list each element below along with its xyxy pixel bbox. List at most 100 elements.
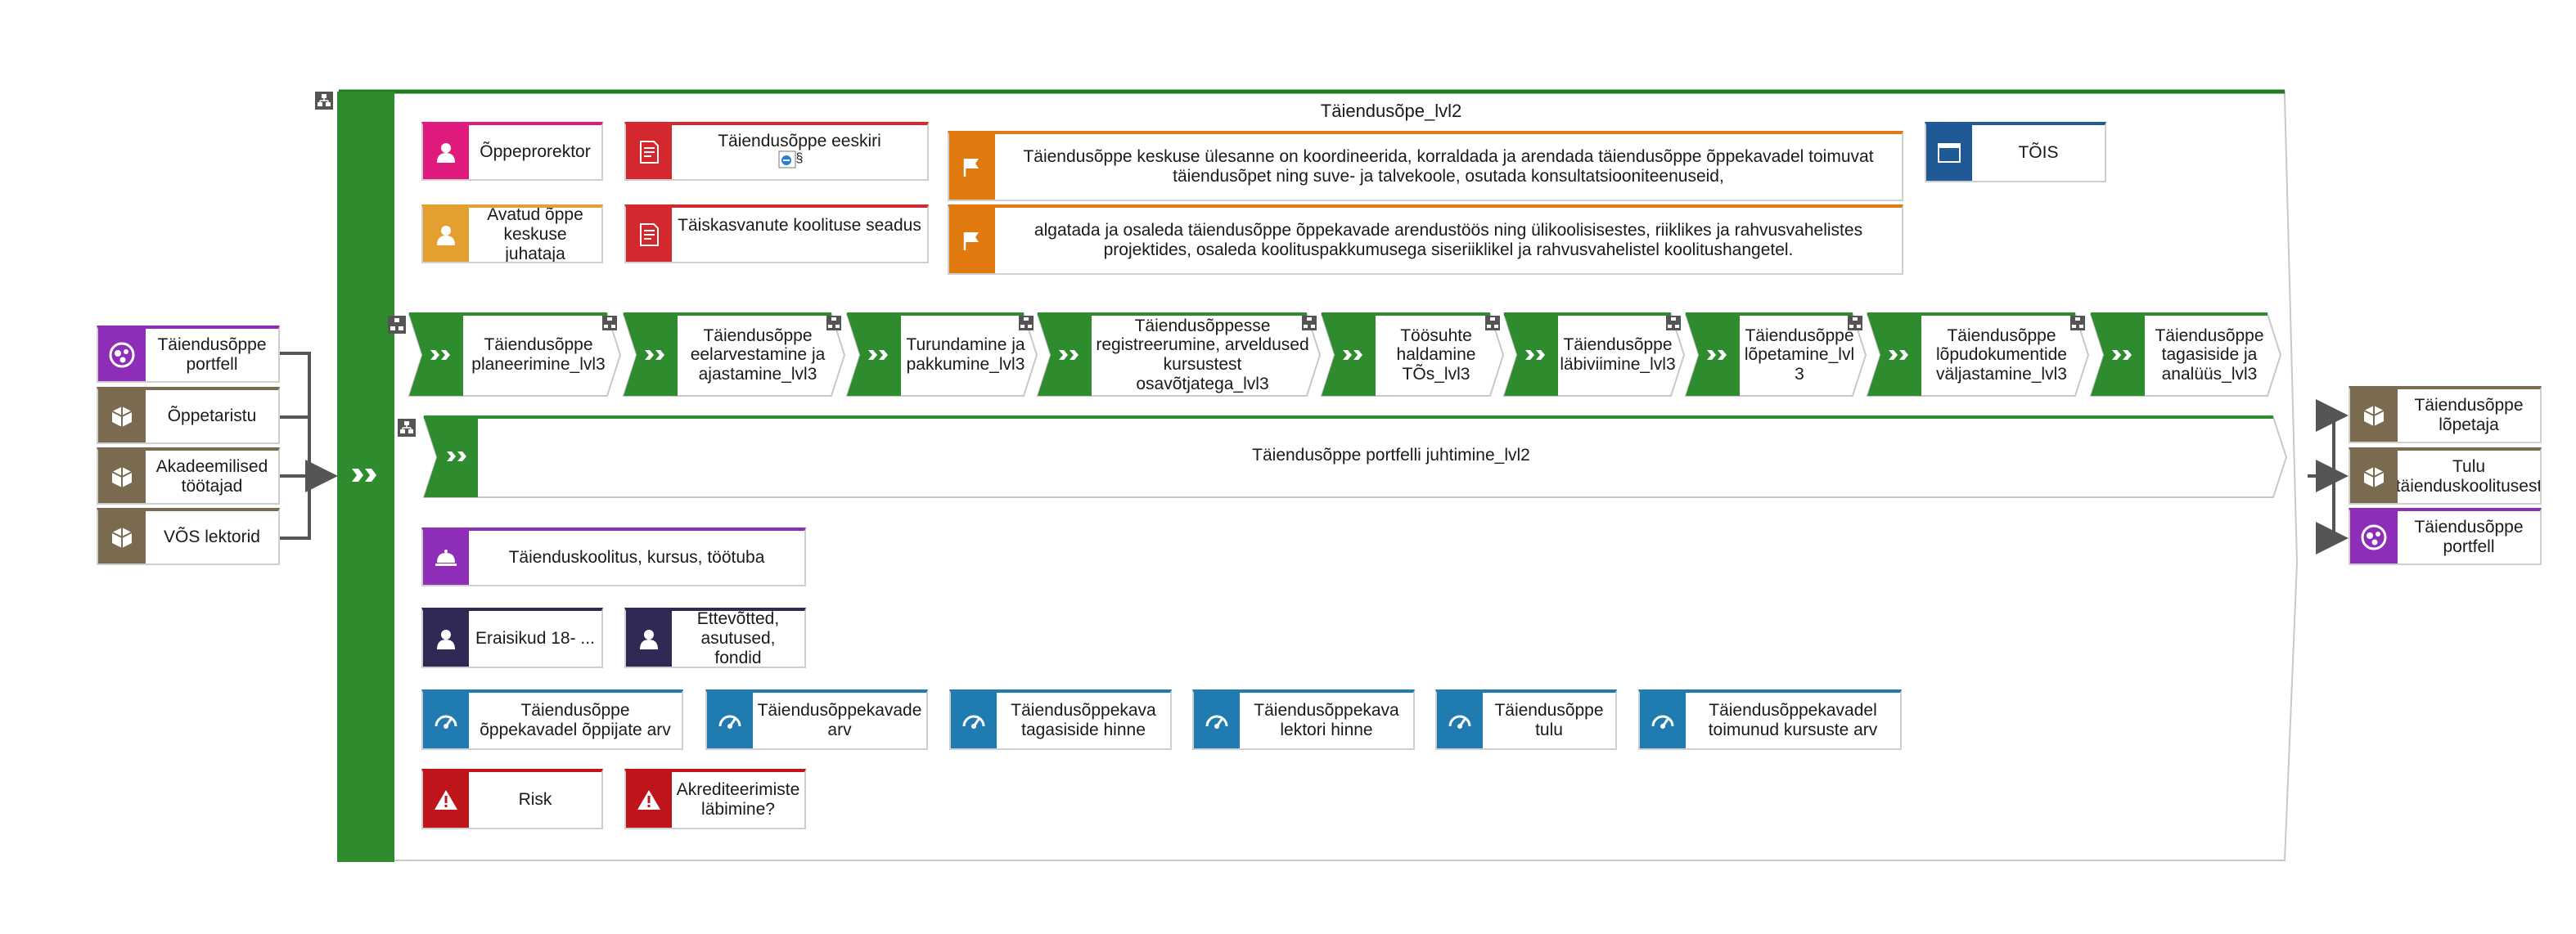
kpi-label: Täiendusõppekava lektori hinne	[1254, 700, 1399, 739]
risk-box[interactable]: Akrediteerimiste läbimine?	[624, 769, 806, 829]
portfolio-icon	[98, 329, 146, 381]
process-chevron-icon	[2112, 350, 2132, 360]
process-step-label: Täiendusõppe lõpudokumentide väljastamin…	[1936, 326, 2067, 384]
goal-label: algatada ja osaleda täiendusõppe õppekav…	[1034, 220, 1863, 259]
input-label: Akadeemilised töötajad	[155, 456, 268, 496]
warning-icon	[626, 772, 672, 828]
role-box[interactable]: Õppeprorektor	[421, 122, 603, 181]
kpi-box[interactable]: Täiendusõppekava lektori hinne	[1192, 689, 1415, 750]
kpi-label: Täiendusõppe tulu	[1494, 700, 1604, 739]
kpi-box[interactable]: Täiendusõppe tulu	[1435, 689, 1617, 750]
process-chevron-icon	[1707, 350, 1727, 360]
person-icon	[626, 611, 672, 667]
document-label: Täiskasvanute koolituse seadus	[678, 216, 921, 235]
kpi-box[interactable]: Täiendusõppekavade arv	[705, 689, 928, 750]
process-chevron-icon	[1343, 350, 1362, 360]
hierarchy-icon[interactable]	[1302, 316, 1317, 330]
role-label: Õppeprorektor	[480, 141, 591, 161]
risk-label: Risk	[518, 789, 552, 809]
input-item[interactable]: Õppetaristu	[97, 387, 280, 444]
process-step-label: Täiendusõppe lõpetamine_lvl 3	[1744, 326, 1855, 384]
hierarchy-icon[interactable]	[1666, 316, 1681, 330]
gauge-icon	[1640, 693, 1686, 748]
cube-icon	[98, 511, 146, 564]
process-chevron-icon	[1059, 350, 1079, 360]
cube-icon	[2350, 451, 2398, 503]
output-item[interactable]: Tulu täienduskoolitusest	[2349, 447, 2542, 505]
hierarchy-icon[interactable]	[1848, 316, 1862, 330]
document-box[interactable]: Täiendusõppe eeskiri §	[624, 122, 929, 181]
kpi-label: Täiendusõppekavade arv	[757, 700, 922, 739]
kpi-label: Täiendusõppekavadel toimunud kursuste ar…	[1708, 700, 1878, 739]
system-box[interactable]: TÕIS	[1925, 122, 2106, 182]
service-bell-icon	[423, 531, 469, 585]
portfolio-icon	[2350, 511, 2398, 564]
hierarchy-icon[interactable]	[602, 316, 617, 330]
flag-icon	[949, 208, 995, 273]
kpi-box[interactable]: Täiendusõppe õppekavadel õppijate arv	[421, 689, 683, 750]
output-item[interactable]: Täiendusõppe lõpetaja	[2349, 386, 2542, 443]
goal-label: Täiendusõppe keskuse ülesanne on koordin…	[1023, 146, 1874, 186]
input-item[interactable]: VÕS lektorid	[97, 508, 280, 565]
person-icon	[423, 611, 469, 667]
customer-label: Ettevõtted, asutused, fondid	[696, 611, 780, 667]
process-chevron-icon	[1525, 350, 1545, 360]
paragraph-sign: §	[795, 151, 804, 166]
goal-box[interactable]: Täiendusõppe keskuse ülesanne on koordin…	[948, 131, 1903, 201]
browser-link-icon[interactable]	[778, 150, 796, 168]
kpi-box[interactable]: Täiendusõppekavadel toimunud kursuste ar…	[1638, 689, 1902, 750]
process-step-label: Turundamine ja pakkumine_lvl3	[906, 335, 1025, 374]
hierarchy-icon[interactable]	[388, 316, 406, 334]
kpi-box[interactable]: Täiendusõppekava tagasiside hinne	[949, 689, 1172, 750]
output-label: Tulu täienduskoolitusest	[2398, 456, 2540, 496]
hierarchy-icon[interactable]	[1019, 316, 1034, 330]
process-step-label: Täiendusõppe läbiviimine_lvl3	[1560, 335, 1676, 374]
role-box[interactable]: Avatud õppe keskuse juhataja	[421, 204, 603, 263]
portfolio-process-label: Täiendusõppe portfelli juhtimine_lvl2	[1252, 446, 1530, 465]
warning-icon	[423, 772, 469, 828]
gauge-icon	[1194, 693, 1240, 748]
cube-icon	[2350, 389, 2398, 442]
person-icon	[423, 125, 469, 179]
product-box[interactable]: Täienduskoolitus, kursus, töötuba	[421, 528, 806, 586]
output-item[interactable]: Täiendusõppe portfell	[2349, 508, 2542, 565]
hierarchy-icon[interactable]	[2070, 316, 2085, 330]
document-box[interactable]: Täiskasvanute koolituse seadus	[624, 204, 929, 263]
portfolio-process-shape[interactable]	[422, 415, 2288, 499]
input-item[interactable]: Akadeemilised töötajad	[97, 447, 280, 505]
process-chevron-icon	[430, 350, 450, 360]
application-window-icon	[1926, 125, 1972, 181]
hierarchy-icon[interactable]	[315, 92, 333, 110]
process-step-label: Täiendusõppe tagasiside ja analüüs_lvl3	[2155, 326, 2264, 384]
process-step-label: Töösuhte haldamine TÕs_lvl3	[1396, 326, 1476, 384]
gauge-icon	[423, 693, 469, 748]
document-icon	[626, 125, 672, 179]
process-step-label: Täiendusõppe planeerimine_lvl3	[471, 335, 606, 374]
customer-label: Eraisikud 18- ...	[475, 628, 595, 648]
hierarchy-icon[interactable]	[398, 419, 416, 437]
gauge-icon	[1437, 693, 1483, 748]
risk-label: Akrediteerimiste läbimine?	[676, 779, 800, 819]
customer-box[interactable]: Ettevõtted, asutused, fondid	[624, 608, 806, 668]
process-step-label: Täiendusõppesse registreerumine, arveldu…	[1096, 316, 1309, 393]
flag-icon	[949, 134, 995, 200]
hierarchy-icon[interactable]	[1485, 316, 1500, 330]
role-label: Avatud õppe keskuse juhataja	[487, 208, 583, 262]
input-label: Täiendusõppe portfell	[157, 335, 267, 374]
output-label: Täiendusõppe lõpetaja	[2414, 395, 2524, 434]
customer-box[interactable]: Eraisikud 18- ...	[421, 608, 603, 668]
gauge-icon	[707, 693, 753, 748]
input-label: Õppetaristu	[167, 406, 257, 425]
system-label: TÕIS	[2018, 142, 2059, 162]
input-item[interactable]: Täiendusõppe portfell	[97, 326, 280, 383]
product-label: Täienduskoolitus, kursus, töötuba	[508, 547, 765, 567]
person-icon	[423, 208, 469, 262]
hierarchy-icon[interactable]	[826, 316, 841, 330]
risk-box[interactable]: Risk	[421, 769, 603, 829]
output-label: Täiendusõppe portfell	[2414, 517, 2524, 556]
kpi-label: Täiendusõppe õppekavadel õppijate arv	[480, 700, 671, 739]
goal-box[interactable]: algatada ja osaleda täiendusõppe õppekav…	[948, 204, 1903, 275]
document-icon	[626, 208, 672, 262]
